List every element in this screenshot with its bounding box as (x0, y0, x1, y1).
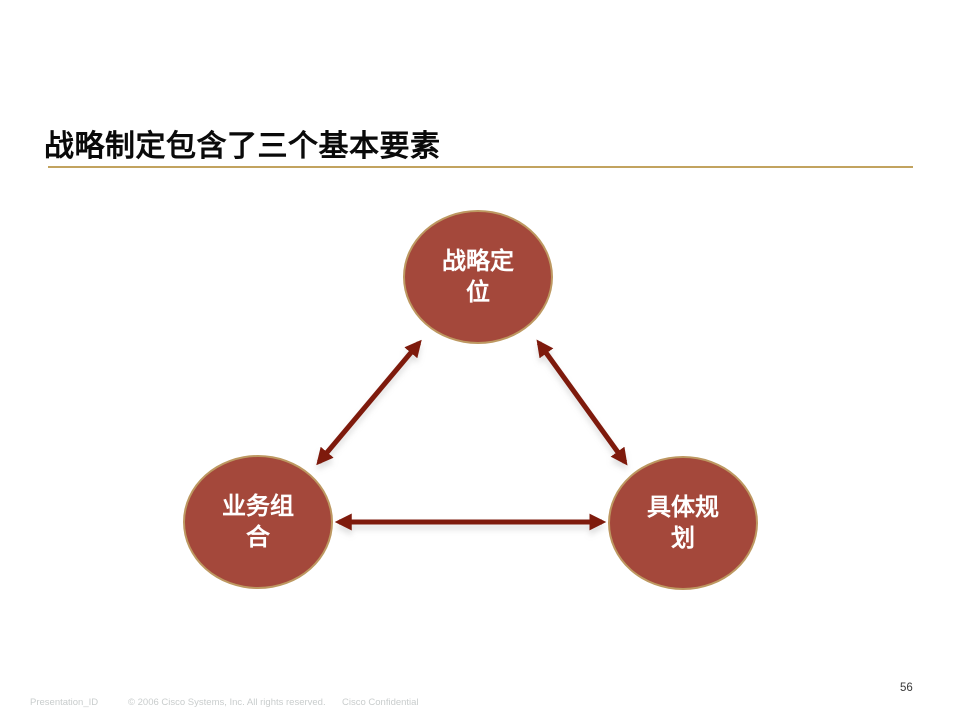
node-business-portfolio: 业务组合 (183, 455, 333, 589)
node-label: 业务组合 (222, 492, 294, 551)
node-label: 战略定位 (442, 247, 514, 306)
footer-copyright: © 2006 Cisco Systems, Inc. All rights re… (128, 697, 326, 708)
title-underline (48, 166, 913, 168)
footer-confidential: Cisco Confidential (342, 697, 419, 708)
page-title: 战略制定包含了三个基本要素 (44, 130, 441, 163)
page-number: 56 (900, 682, 913, 694)
node-specific-planning: 具体规划 (608, 456, 758, 590)
node-label: 具体规划 (647, 493, 719, 552)
footer-presentation-id: Presentation_ID (30, 697, 99, 708)
arrow-top-to-left (316, 339, 422, 466)
arrow-top-to-right (536, 339, 628, 466)
node-strategic-positioning: 战略定位 (403, 210, 553, 344)
